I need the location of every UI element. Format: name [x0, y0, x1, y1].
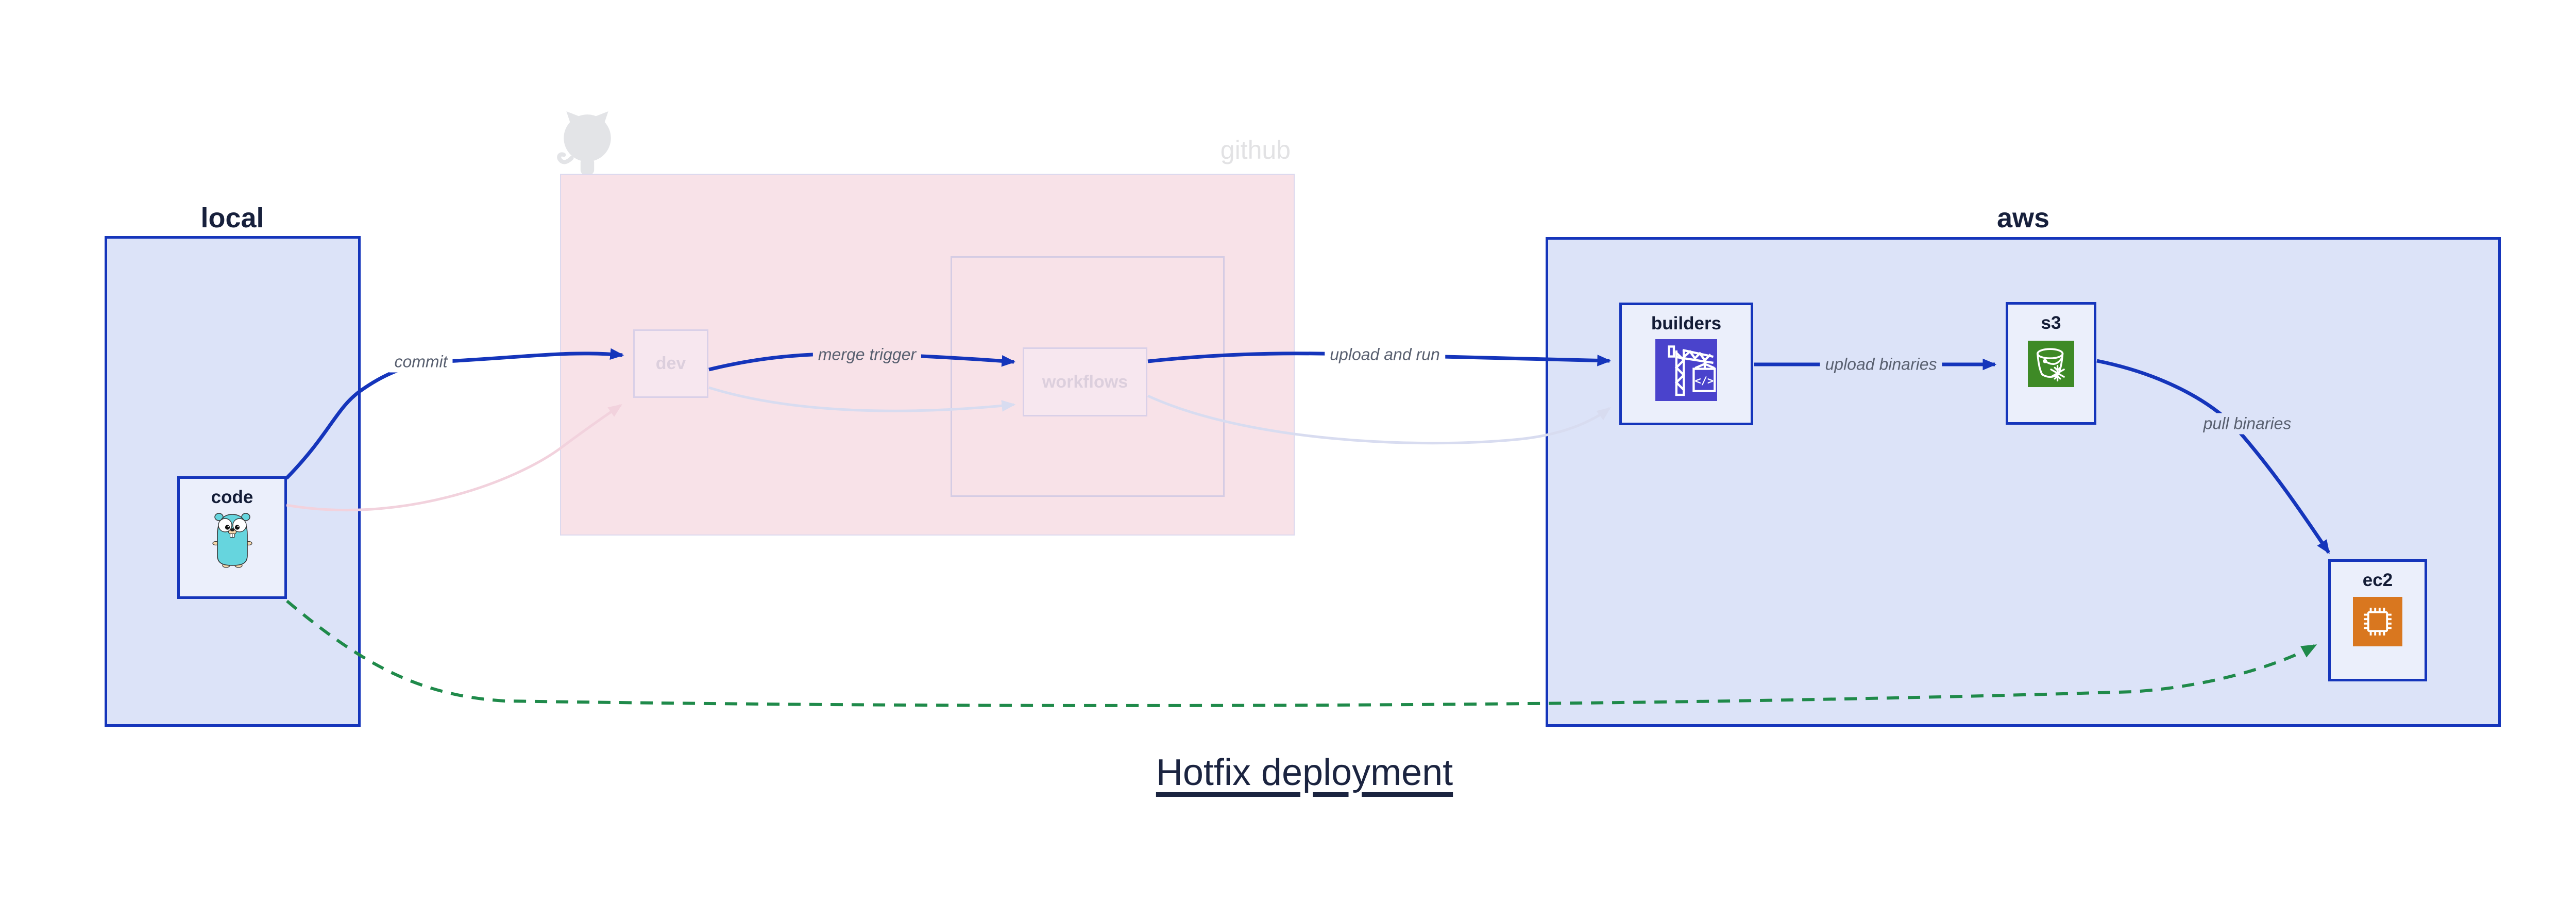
edge-label-commit: commit	[389, 351, 453, 373]
go-gopher-icon	[212, 513, 252, 568]
aws-container-label: aws	[1996, 203, 2050, 233]
aws-ec2-chip-icon	[2353, 597, 2402, 646]
node-workflows-label: workflows	[1042, 372, 1128, 392]
local-container-label: local	[200, 203, 264, 233]
node-dev-label: dev	[655, 354, 686, 373]
node-s3[interactable]: s3	[2006, 302, 2096, 425]
github-region-label: github	[1220, 136, 1291, 164]
aws-s3-bucket-icon	[2028, 341, 2074, 387]
edge-label-merge-trigger: merge trigger	[812, 344, 922, 365]
edge-label-upload-binaries: upload binaries	[1820, 354, 1942, 375]
node-workflows[interactable]: workflows	[1023, 347, 1147, 416]
node-dev[interactable]: dev	[633, 329, 708, 398]
node-code-label: code	[211, 487, 253, 507]
github-octocat-icon	[557, 111, 611, 175]
edge-label-upload-and-run: upload and run	[1325, 344, 1445, 365]
node-code[interactable]: code	[177, 476, 287, 599]
diagram-title: Hotfix deployment	[1156, 752, 1453, 793]
svg-text:</>: </>	[1694, 375, 1714, 387]
node-builders[interactable]: builders </>	[1619, 303, 1753, 425]
node-ec2[interactable]: ec2	[2328, 559, 2427, 681]
node-builders-label: builders	[1651, 313, 1722, 333]
node-ec2-label: ec2	[2362, 570, 2393, 590]
edge-label-pull-binaries: pull binaries	[2198, 413, 2297, 435]
master-box	[951, 256, 1225, 497]
node-s3-label: s3	[2041, 313, 2061, 333]
aws-codebuild-icon: </>	[1655, 339, 1717, 401]
